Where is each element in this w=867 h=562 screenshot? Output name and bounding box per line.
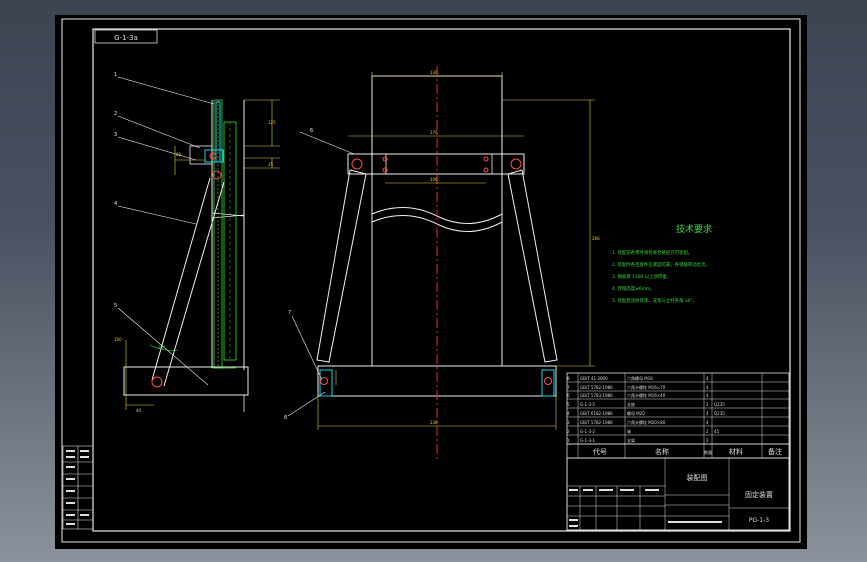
bom-code: GB/T 5782-1986 — [580, 385, 613, 390]
svg-text:35: 35 — [268, 162, 274, 167]
assembly-label: 装配图 — [687, 473, 708, 482]
bom-qty: 2 — [706, 438, 709, 443]
bom-qty: 4 — [706, 411, 709, 416]
tech-req-title: 技术要求 — [676, 223, 712, 235]
part-number: 8 — [284, 415, 287, 421]
svg-text:6: 6 — [567, 393, 570, 398]
bom-header-name: 名称 — [655, 447, 669, 456]
bom-name: 螺母 M20 — [627, 410, 645, 416]
bom-code: G-1-3-2 — [580, 429, 596, 434]
bom-code: G-1-3-5 — [580, 402, 596, 407]
bom-header-note: 备注 — [768, 447, 782, 456]
tech-req-item: 1. 装配前各零件须检查合格后方可装配。 — [612, 249, 692, 256]
tech-req-item: 2. 装配时各连接件应紧固可靠，各销轴转动灵活。 — [612, 261, 710, 268]
part-number: 3 — [114, 132, 117, 138]
svg-text:30°: 30° — [158, 345, 165, 350]
part-number: 4 — [114, 201, 117, 207]
bom-material: 45 — [714, 429, 720, 434]
part-number: 2 — [114, 111, 117, 117]
bom-name: 六角头螺栓 M16×70 — [627, 384, 666, 390]
svg-text:3: 3 — [567, 420, 570, 425]
svg-text:40: 40 — [136, 408, 142, 413]
leader-lines — [117, 76, 355, 417]
part-number: 6 — [310, 128, 313, 134]
bom-header-code: 代号 — [593, 447, 607, 456]
sheet-inner-border — [92, 28, 791, 532]
part-number: 5 — [114, 303, 117, 309]
title-block: 装配图 固定装置 PG-1-3 — [566, 457, 790, 531]
svg-text:100: 100 — [114, 337, 122, 342]
bom-qty: 4 — [706, 393, 709, 398]
svg-text:176: 176 — [430, 130, 438, 135]
bom-header-qty: 数量 — [704, 449, 712, 455]
svg-text:4: 4 — [567, 411, 570, 416]
technical-requirements: 技术要求 1. 装配前各零件须检查合格后方可装配。 2. 装配时各连接件应紧固可… — [612, 223, 712, 304]
part-numbers: 1 2 3 4 5 6 7 8 — [114, 72, 313, 421]
model-space — [55, 15, 807, 549]
bom-name: 支架 — [627, 437, 635, 443]
revision-strip-scribbles — [66, 450, 89, 525]
svg-text:7: 7 — [567, 385, 570, 390]
bom-name: 六角头螺栓 M20×80 — [627, 419, 666, 425]
tech-req-item: 4. 焊缝高度≥6mm。 — [612, 285, 655, 292]
svg-text:8: 8 — [567, 376, 570, 381]
bom-code: GB/T 5783-1986 — [580, 393, 613, 398]
bom-qty: 2 — [706, 402, 709, 407]
drawing-number: PG-1-3 — [749, 517, 769, 524]
svg-text:5: 5 — [567, 402, 570, 407]
sheet-outer-border — [61, 18, 801, 543]
bom-code: G-1-3-1 — [580, 438, 596, 443]
bom-code: GB/T 41-2000 — [580, 376, 608, 381]
bom-code: GB/T 6182-1986 — [580, 411, 613, 416]
bom-qty: 4 — [706, 385, 709, 390]
bom-name: 支座 — [627, 401, 635, 407]
svg-text:2: 2 — [567, 429, 570, 434]
front-view: 130 176 106 266 238 — [316, 66, 600, 460]
bom-qty: 4 — [706, 420, 709, 425]
bom-name: 六角头螺栓 M16×40 — [627, 392, 666, 398]
svg-text:130: 130 — [430, 70, 438, 75]
bom-table: 8 7 6 5 4 3 2 1 GB/T 41-2000 六角螺母 M16 4 GB/T… — [566, 372, 790, 459]
svg-text:1: 1 — [567, 438, 570, 443]
bom-header-material: 材料 — [729, 447, 743, 456]
sheet-code: G-1-3a — [114, 34, 138, 42]
bom-name: 六角螺母 M16 — [627, 375, 653, 381]
drawing-title: 固定装置 — [745, 490, 773, 499]
bom-code: GB/T 5782-1986 — [580, 420, 613, 425]
svg-text:106: 106 — [430, 177, 438, 182]
bom-material: Q235 — [714, 402, 725, 407]
bom-name: 轴 — [627, 428, 631, 434]
tech-req-item: 5. 装配后涂防锈漆，支架与立柱夹角 30°。 — [612, 297, 697, 304]
svg-text:238: 238 — [430, 420, 438, 425]
revision-strip — [62, 445, 94, 530]
bom-material: Q235 — [714, 411, 725, 416]
part-number: 1 — [114, 72, 117, 78]
bom-qty: 2 — [706, 429, 709, 434]
part-number: 7 — [288, 310, 291, 316]
sheet-code-box — [94, 29, 158, 44]
svg-text:60: 60 — [176, 152, 182, 157]
tech-req-item: 3. 钢板厚 1500 以上须焊接。 — [612, 273, 671, 280]
svg-text:266: 266 — [592, 236, 600, 241]
side-view: 125 35 60 100 40 30° — [114, 99, 280, 413]
bom-qty: 4 — [706, 376, 709, 381]
svg-text:125: 125 — [268, 120, 276, 125]
